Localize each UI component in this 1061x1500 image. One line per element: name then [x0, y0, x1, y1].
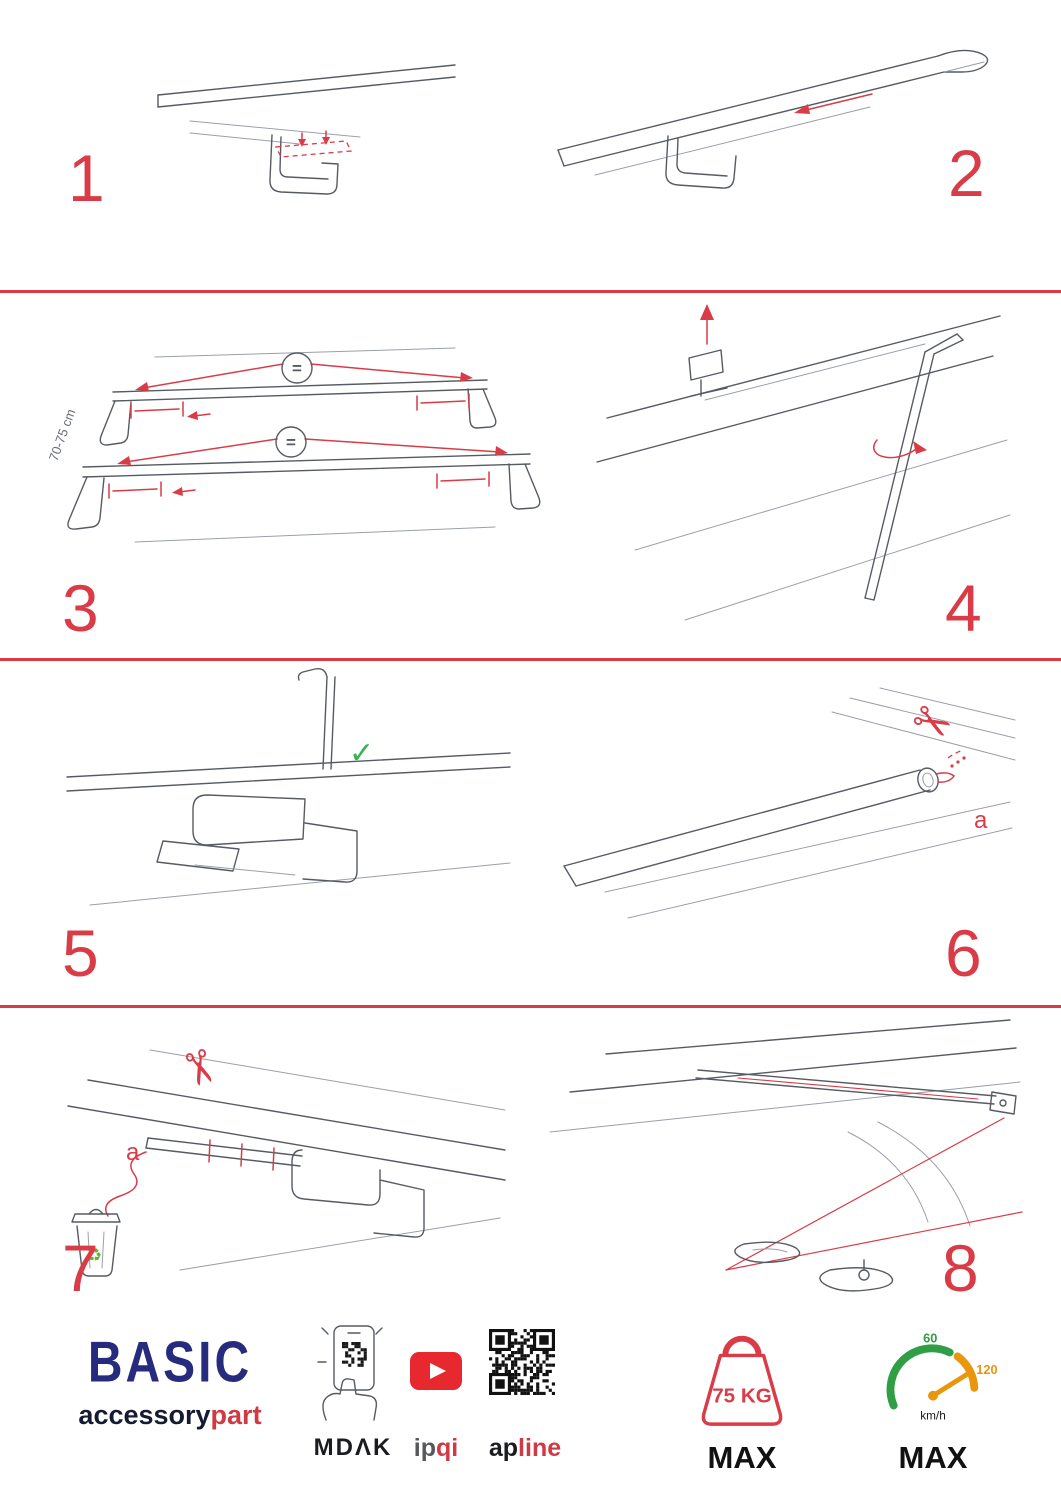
qr-pattern [489, 1329, 555, 1395]
step-5-illustration: ✓ [55, 665, 530, 935]
step-4-illustration [595, 300, 1015, 645]
scissors-icon: ✂ [168, 1041, 231, 1094]
svg-text:=: = [286, 433, 296, 452]
qr-code [489, 1329, 555, 1395]
excess-strip-highlight [935, 749, 966, 783]
partner-logo-apline: apline [480, 1434, 570, 1463]
recycle-icon: ♻ [86, 1245, 102, 1266]
check-icon: ✓ [349, 736, 374, 771]
step-4-number: 4 [945, 571, 982, 645]
speedometer-icon: 60 120 km/h [874, 1328, 998, 1428]
cut-piece-label: a [126, 1139, 140, 1166]
hex-key-drawing [864, 333, 964, 601]
brand-word-part: part [210, 1400, 262, 1430]
partner-logo-mdak: MDΛK [313, 1434, 393, 1461]
speed-tick-120: 120 [976, 1362, 997, 1377]
detail-callout-lines [725, 1117, 1023, 1271]
step-1-number: 1 [68, 141, 105, 215]
weight-max-label: MAX [707, 1440, 777, 1475]
bar-spacing-dimension: 70-75 cm [46, 407, 79, 463]
cut-piece-label: a [974, 807, 988, 834]
partner-apline-part2: line [518, 1434, 562, 1462]
insert-pad-highlight [274, 130, 353, 158]
section-divider [0, 658, 1061, 661]
partner-logo-ipqi: ipqi [402, 1434, 470, 1463]
step-7-illustration: ✂ a ♻ [30, 1018, 515, 1313]
clamp-assembly-drawing [156, 794, 358, 883]
brand-tagline: accessorypart [55, 1400, 285, 1431]
discard-path-line [105, 1151, 147, 1217]
step-8-illustration [548, 1012, 1033, 1317]
partner-apline-part1: ap [488, 1434, 519, 1462]
step-8-number: 8 [942, 1231, 979, 1305]
slide-direction-arrow [794, 93, 873, 114]
partner-ipqi-part2: qi [436, 1434, 459, 1462]
partner-ipqi-part1: ip [413, 1434, 436, 1462]
weight-limit-value: 75 KG [712, 1385, 772, 1408]
rubber-strip-drawing [145, 1137, 303, 1171]
trash-bin-icon: ♻ [71, 1208, 121, 1277]
foot-detail-drawing [734, 1241, 894, 1292]
step-5-number: 5 [62, 916, 99, 990]
step-2-number: 2 [948, 136, 985, 210]
mini-qr-pattern [342, 1342, 367, 1367]
step-2-illustration [540, 30, 1005, 205]
speed-tick-60: 60 [923, 1331, 937, 1346]
equal-overhang-markers [108, 363, 508, 499]
clamp-drawing [291, 1149, 425, 1238]
crossbar-top-drawing [695, 1069, 1017, 1115]
scissors-icon: ✂ [902, 690, 962, 756]
svg-text:=: = [292, 359, 302, 378]
step-6-illustration: ✂ a [550, 680, 1020, 950]
hex-key-vertical-drawing [297, 667, 336, 770]
step-3-illustration: = = 70-75 cm [35, 312, 550, 567]
brand-word-accessory: accessory [78, 1400, 211, 1430]
section-divider [0, 290, 1061, 293]
rotate-arrow [873, 439, 927, 459]
lift-arrow [700, 304, 714, 345]
rear-crossbar-drawing [99, 379, 497, 446]
rolled-strip-drawing [937, 49, 989, 73]
step-3-number: 3 [62, 571, 99, 645]
clamp-drawing [688, 349, 728, 397]
step-1-illustration [150, 55, 460, 250]
crossbar-drawing [563, 767, 939, 887]
step-6-number: 6 [945, 916, 982, 990]
clamp-drawing [665, 135, 737, 189]
clamp-drawing [269, 134, 339, 195]
speed-unit-label: km/h [920, 1408, 946, 1422]
brand-logo: BASIC [87, 1331, 253, 1395]
step-7-number: 7 [62, 1231, 99, 1305]
equal-symbol-badge: = [275, 426, 307, 458]
speed-max-label: MAX [898, 1440, 968, 1475]
front-crossbar-drawing [67, 453, 541, 530]
scan-phone-icon [312, 1322, 394, 1426]
weight-limit-icon: 75 KG [688, 1320, 796, 1436]
section-divider [0, 1005, 1061, 1008]
equal-symbol-badge: = [281, 352, 313, 384]
youtube-icon [410, 1352, 462, 1390]
